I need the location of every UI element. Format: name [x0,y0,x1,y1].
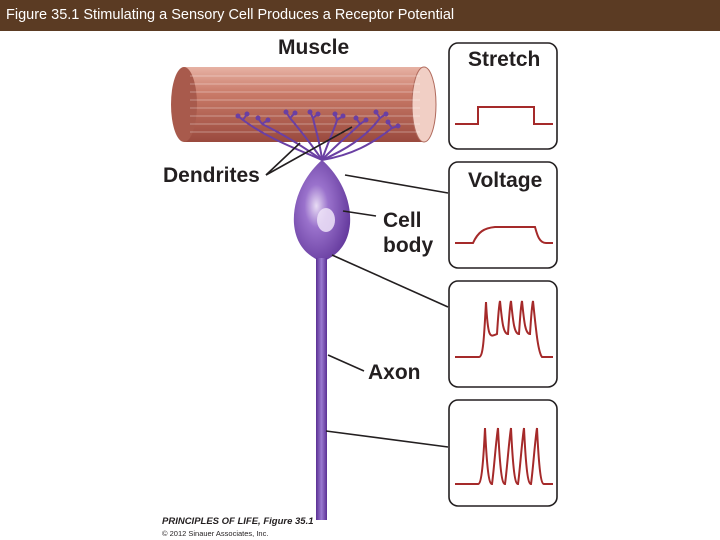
copyright-notice: © 2012 Sinauer Associates, Inc. [162,529,269,538]
action-potential-trace-upper [455,300,553,358]
nucleus [317,208,335,232]
title-bar: Figure 35.1 Stimulating a Sensory Cell P… [0,0,720,31]
voltage-panel [448,161,558,269]
dendrite-branches [237,111,399,161]
axon-spikes-panel-upper [448,280,558,388]
leader-lines [265,126,449,448]
cell-body-label: Cell body [383,208,433,258]
muscle-label: Muscle [278,36,350,59]
figure-credit: PRINCIPLES OF LIFE, Figure 35.1 [162,516,314,527]
axon-label: Axon [368,361,421,384]
action-potential-trace-lower [455,427,553,486]
stretch-panel [448,42,558,150]
voltage-label: Voltage [468,169,543,192]
figure-title: Figure 35.1 Stimulating a Sensory Cell P… [6,7,455,23]
dendrite-terminals [235,109,401,129]
axon-spikes-panel-lower [448,399,558,507]
stretch-label: Stretch [468,48,541,71]
cell-body-label-line2: body [383,234,434,257]
stretch-trace [455,106,553,125]
cell-body-label-line1: Cell [383,209,422,232]
axon [316,258,327,520]
muscle-fiber [171,66,437,143]
receptor-potential-trace [455,226,553,244]
dendrites-label: Dendrites [163,164,260,187]
